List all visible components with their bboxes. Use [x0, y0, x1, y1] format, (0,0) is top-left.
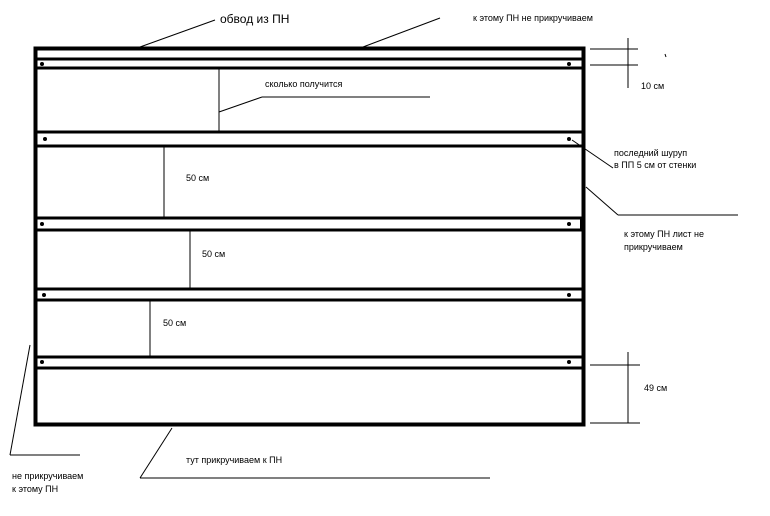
- label-sheet-line-1: к этому ПН лист не: [624, 229, 704, 239]
- screw-dot: [40, 222, 44, 226]
- outer-frame: [33, 46, 586, 427]
- screw-dot: [42, 293, 46, 297]
- rail-1: [35, 57, 583, 70]
- label-outline: обвод из ПН: [220, 12, 290, 26]
- stray-mark: [664, 53, 667, 58]
- rail-2: [35, 130, 583, 148]
- screw-dot: [567, 293, 571, 297]
- rail-4: [35, 287, 583, 302]
- rail-5: [35, 355, 583, 370]
- label-dim-10: 10 см: [641, 81, 665, 91]
- label-how-much: сколько получится: [265, 79, 343, 89]
- label-bottom-here: тут прикручиваем к ПН: [186, 455, 283, 465]
- label-sheet-line-2: прикручиваем: [624, 242, 683, 252]
- leader-lines: [9, 17, 738, 479]
- screw-dot: [40, 62, 44, 66]
- dimension-10cm: [590, 38, 638, 88]
- dimension-49cm: [590, 352, 640, 424]
- label-dim-50-a: 50 см: [186, 173, 210, 183]
- screw-dot: [567, 62, 571, 66]
- label-left-line-2: к этому ПН: [12, 484, 59, 494]
- screw-dot: [567, 360, 571, 364]
- rail-3: [35, 216, 583, 232]
- label-last-screw-line-2: в ПП 5 см от стенки: [614, 160, 697, 170]
- screw-dot: [567, 137, 571, 141]
- label-dim-50-b: 50 см: [202, 249, 226, 259]
- label-last-screw-line-1: последний шуруп: [614, 148, 688, 158]
- label-dim-50-c: 50 см: [163, 318, 187, 328]
- screw-dot: [40, 360, 44, 364]
- screw-dot: [43, 137, 47, 141]
- label-top-right: к этому ПН не прикручиваем: [473, 13, 593, 23]
- label-dim-49: 49 см: [644, 383, 668, 393]
- screws: [40, 62, 571, 364]
- screw-dot: [567, 222, 571, 226]
- label-left-line-1: не прикручиваем: [12, 471, 84, 481]
